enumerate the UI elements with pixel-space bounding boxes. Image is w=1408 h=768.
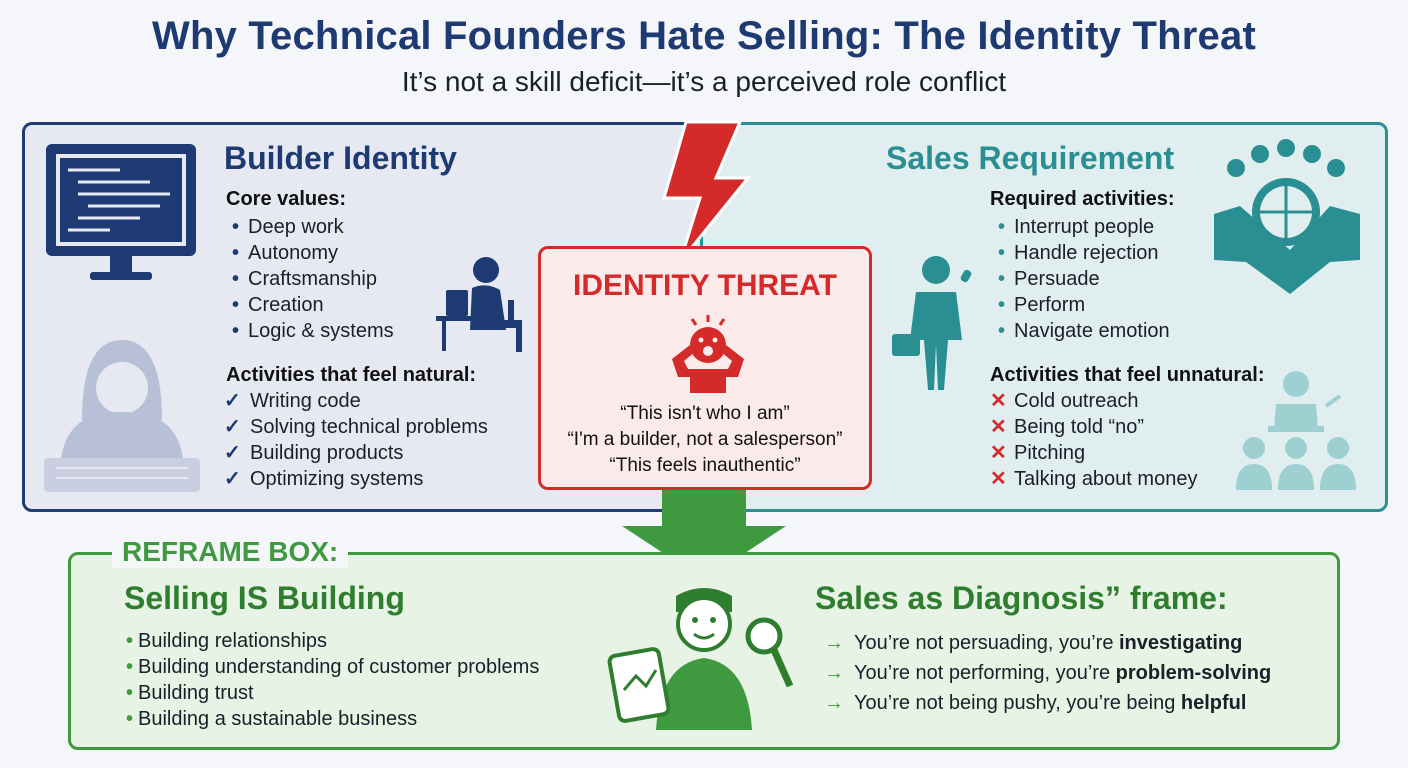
arrow-right-icon: →: [824, 662, 844, 684]
list-item: →You’re not persuading, you’re investiga…: [824, 628, 1271, 658]
list-item: •Deep work: [232, 216, 344, 238]
list-item: •Creation: [232, 294, 324, 316]
building-list: •Building relationships •Building unders…: [126, 628, 539, 732]
list-item: •Building a sustainable business: [126, 708, 418, 730]
threat-quote: “This isn't who I am”: [620, 403, 790, 424]
list-item: •Craftsmanship: [232, 268, 377, 290]
core-values-list: •Deep work •Autonomy •Craftsmanship •Cre…: [232, 214, 394, 344]
core-values-heading: Core values:: [226, 188, 347, 210]
page-subtitle: It’s not a skill deficit—it’s a perceive…: [401, 66, 1007, 97]
identity-threat-box: IDENTITY THREAT “This isn't who I am” “I…: [538, 246, 872, 490]
list-item: ✕Cold outreach: [990, 390, 1139, 412]
reframe-label: REFRAME BOX:: [112, 536, 349, 568]
list-item: •Navigate emotion: [998, 320, 1170, 342]
list-item: •Building relationships: [126, 630, 328, 652]
list-item: •Building trust: [126, 682, 254, 704]
list-item: •Handle rejection: [998, 242, 1159, 264]
cross-icon: ✕: [990, 390, 1007, 412]
list-item: →You’re not performing, you’re problem-s…: [824, 658, 1271, 688]
arrow-right-icon: →: [824, 692, 844, 714]
check-icon: ✓: [224, 390, 241, 412]
diagnosis-list: →You’re not persuading, you’re investiga…: [824, 628, 1271, 718]
sales-requirement-title: Sales Requirement: [886, 140, 1175, 176]
page-title: Why Technical Founders Hate Selling: The…: [152, 14, 1256, 58]
list-item: ✓Optimizing systems: [224, 468, 424, 490]
natural-activities-list: ✓Writing code ✓Solving technical problem…: [224, 388, 488, 492]
handshake-globe-icon: [1214, 139, 1360, 294]
check-icon: ✓: [224, 416, 241, 438]
stressed-person-icon: [672, 315, 744, 393]
list-item: ✓Solving technical problems: [224, 416, 488, 438]
list-item: •Persuade: [998, 268, 1100, 290]
audience-presentation-icon: [1236, 371, 1356, 490]
lightning-bolt-icon: [662, 120, 752, 263]
check-icon: ✓: [224, 468, 241, 490]
threat-title: IDENTITY THREAT: [573, 269, 837, 302]
check-icon: ✓: [224, 442, 241, 464]
monitor-code-icon: [46, 144, 196, 280]
list-item: •Interrupt people: [998, 216, 1155, 238]
required-activities-heading: Required activities:: [990, 188, 1175, 210]
investigator-with-magnifier-icon: [607, 588, 794, 730]
list-item: →You’re not being pushy, you’re being he…: [824, 688, 1271, 718]
list-item: ✓Writing code: [224, 390, 361, 412]
unnatural-activities-heading: Activities that feel unnatural:: [990, 364, 1265, 386]
list-item: ✕Being told “no”: [990, 416, 1145, 438]
required-activities-list: •Interrupt people •Handle rejection •Per…: [998, 214, 1170, 344]
selling-is-building-title: Selling IS Building: [124, 580, 405, 616]
list-item: ✕Pitching: [990, 442, 1086, 464]
builder-identity-title: Builder Identity: [224, 140, 457, 176]
hooded-coder-icon: [44, 340, 200, 492]
cross-icon: ✕: [990, 468, 1007, 490]
developer-at-desk-icon: [436, 257, 522, 352]
list-item: ✓Building products: [224, 442, 404, 464]
list-item: •Logic & systems: [232, 320, 394, 342]
list-item: ✕Talking about money: [990, 468, 1198, 490]
cross-icon: ✕: [990, 416, 1007, 438]
threat-quote: “This feels inauthentic”: [609, 455, 801, 476]
salesperson-with-microphone-icon: [892, 256, 972, 390]
arrow-right-icon: →: [824, 632, 844, 654]
down-arrow-icon: [622, 488, 786, 580]
list-item: •Autonomy: [232, 242, 339, 264]
sales-as-diagnosis-title: Sales as Diagnosis” frame:: [815, 580, 1228, 616]
list-item: •Perform: [998, 294, 1086, 316]
natural-activities-heading: Activities that feel natural:: [226, 364, 477, 386]
unnatural-activities-list: ✕Cold outreach ✕Being told “no” ✕Pitchin…: [990, 388, 1197, 492]
threat-quotes: “This isn't who I am” “I'm a builder, no…: [541, 401, 869, 479]
list-item: •Building understanding of customer prob…: [126, 656, 540, 678]
threat-quote: “I'm a builder, not a salesperson”: [567, 429, 843, 450]
cross-icon: ✕: [990, 442, 1007, 464]
